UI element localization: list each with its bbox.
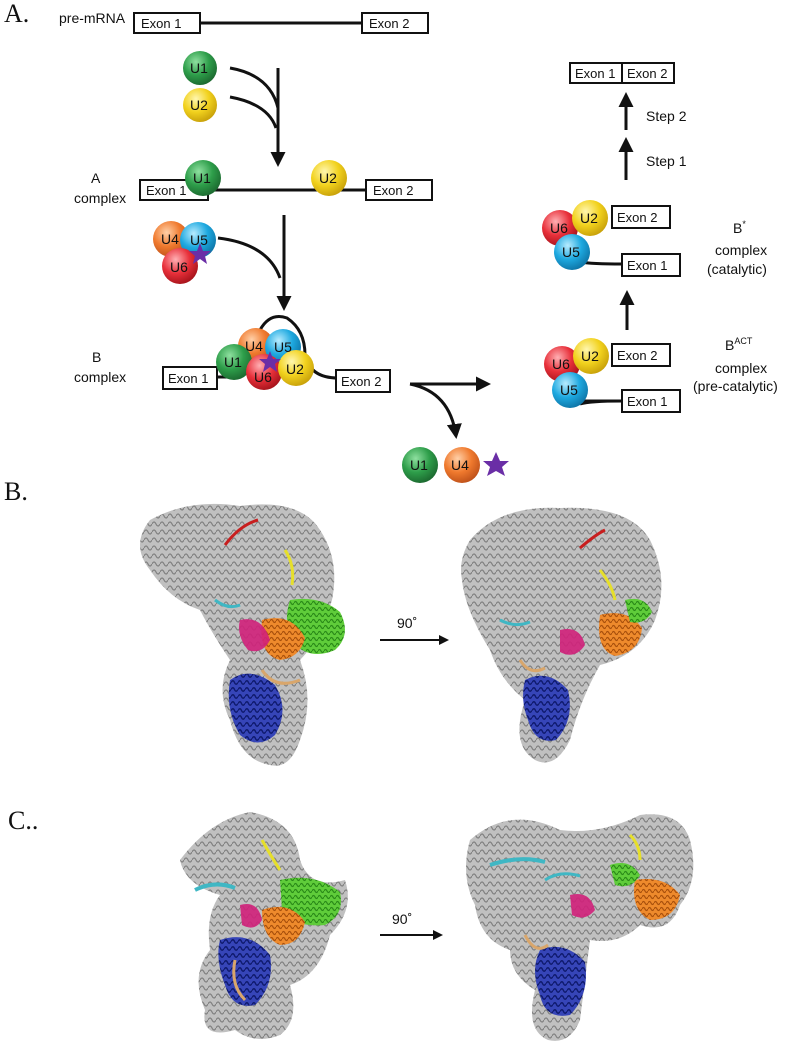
b-complex-star-icon: [259, 351, 281, 372]
svg-text:Exon 1: Exon 1: [627, 394, 667, 409]
svg-text:Exon 2: Exon 2: [617, 348, 657, 363]
panel-c: C.. 90˚: [8, 806, 694, 1041]
svg-text:U4: U4: [451, 457, 469, 473]
svg-text:U1: U1: [410, 457, 428, 473]
a-complex-u2: U2: [311, 160, 347, 196]
bact-label-line3: (pre-catalytic): [693, 378, 778, 394]
svg-text:Exon 1: Exon 1: [168, 371, 208, 386]
svg-text:U1: U1: [224, 354, 242, 370]
step2-label: Step 2: [646, 108, 687, 124]
svg-text:U6: U6: [552, 356, 570, 372]
panel-c-structure-right: [466, 814, 694, 1041]
svg-text:Exon 2: Exon 2: [369, 16, 409, 31]
panel-a: A. pre-mRNA Exon 1 Exon 2 U1 U2 A comple…: [4, 0, 778, 483]
svg-text:U5: U5: [274, 339, 292, 355]
u1-snrnp-free: U1: [183, 51, 217, 85]
svg-text:Exon 1: Exon 1: [146, 183, 186, 198]
panel-c-structure-left: [180, 812, 348, 1039]
spliced-mrna: Exon 1 Exon 2: [569, 62, 675, 84]
panel-b-label: B.: [4, 477, 28, 506]
b-complex-exon1: Exon 1: [162, 366, 218, 390]
svg-text:U2: U2: [580, 210, 598, 226]
a-complex-label-line1: A: [91, 170, 101, 186]
svg-text:Exon 2: Exon 2: [341, 374, 381, 389]
svg-text:Exon 2: Exon 2: [617, 210, 657, 225]
panel-b-structure-right: [461, 507, 662, 763]
bact-label-line1: BACT: [725, 336, 753, 353]
join-arrow-curve-tri: [217, 236, 282, 279]
tri-snrnp-star-icon: [189, 243, 211, 264]
svg-text:Exon 2: Exon 2: [373, 183, 413, 198]
join-arrow-curve-u1: [229, 66, 280, 109]
b-complex-intron-loop: [258, 315, 339, 380]
svg-text:U2: U2: [581, 348, 599, 364]
a-complex-u1: U1: [185, 160, 221, 196]
pre-mrna-exon2: Exon 2: [361, 12, 429, 34]
b-complex-snrnps: U4 U5 U1 U6 U2: [216, 328, 314, 390]
svg-text:U5: U5: [190, 232, 208, 248]
svg-text:Exon 1: Exon 1: [141, 16, 181, 31]
release-arrow-curve: [409, 382, 462, 439]
svg-text:Exon 2: Exon 2: [627, 66, 667, 81]
join-arrow-curve-u2: [229, 95, 278, 129]
released-star-icon: [483, 452, 509, 476]
a-complex-label-line2: complex: [74, 190, 126, 206]
svg-text:U5: U5: [560, 382, 578, 398]
panel-a-label: A.: [4, 0, 29, 28]
panel-c-label: C..: [8, 806, 38, 835]
bstar-complex: U6 U2 U5 Exon 2 Exon 1: [542, 200, 681, 277]
svg-text:Exon 1: Exon 1: [627, 258, 667, 273]
svg-text:U2: U2: [286, 361, 304, 377]
step1-label: Step 1: [646, 153, 687, 169]
b-complex-label-line1: B: [92, 349, 101, 365]
panel-b: B. 90˚: [4, 477, 662, 766]
svg-text:U2: U2: [319, 170, 337, 186]
svg-text:U6: U6: [550, 220, 568, 236]
panel-c-rotation-label: 90˚: [392, 911, 412, 927]
pre-mrna-exon1: Exon 1: [133, 12, 201, 34]
pre-mrna-label: pre-mRNA: [59, 10, 126, 26]
svg-text:U1: U1: [193, 170, 211, 186]
svg-text:U6: U6: [254, 369, 272, 385]
svg-text:Exon 1: Exon 1: [575, 66, 615, 81]
released-snrnps: U1 U4: [402, 447, 509, 483]
a-complex-exon2: Exon 2: [365, 179, 433, 201]
b-complex-exon2: Exon 2: [335, 369, 391, 393]
b-complex-label-line2: complex: [74, 369, 126, 385]
bact-complex: U6 U2 U5 Exon 2 Exon 1: [544, 338, 681, 413]
svg-text:U5: U5: [562, 244, 580, 260]
svg-text:U4: U4: [161, 231, 179, 247]
bstar-label-line1: B*: [733, 219, 746, 236]
panel-b-structure-left: [140, 503, 345, 766]
svg-text:U6: U6: [170, 259, 188, 275]
svg-text:U1: U1: [190, 60, 208, 76]
bstar-label-line2: complex: [715, 242, 767, 258]
panel-b-rotation-label: 90˚: [397, 615, 417, 631]
bact-label-line2: complex: [715, 360, 767, 376]
svg-text:U4: U4: [245, 338, 263, 354]
tri-snrnp: U4 U5 U6: [153, 221, 216, 284]
u2-snrnp-free: U2: [183, 88, 217, 122]
svg-text:U2: U2: [190, 97, 208, 113]
bstar-label-line3: (catalytic): [707, 261, 767, 277]
